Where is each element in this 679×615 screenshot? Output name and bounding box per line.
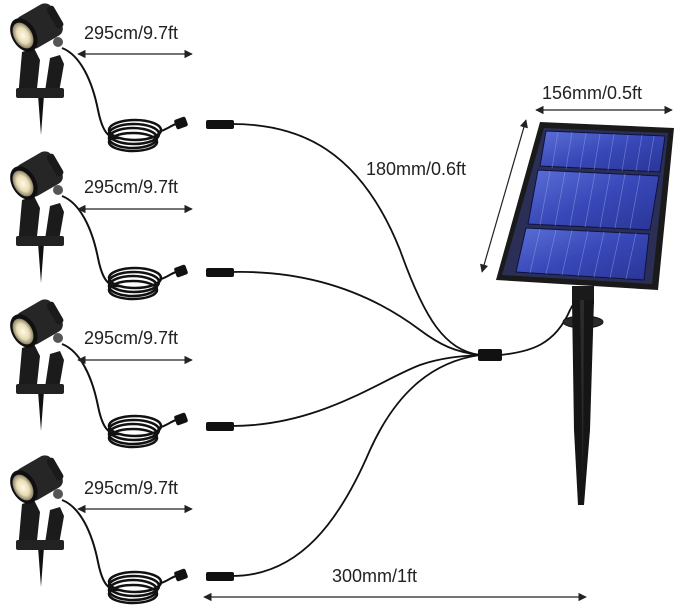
spotlight-3 [3,294,190,449]
spotlight-2 [3,146,190,301]
light-1-cable-length-label: 295cm/9.7ft [84,23,179,43]
solar-cells [515,130,666,281]
panel-width-label: 156mm/0.5ft [542,83,643,103]
light-4-cable-length-label: 295cm/9.7ft [84,478,179,498]
light-2-cable-length-label: 295cm/9.7ft [84,177,179,197]
panel-ground-stake [562,286,604,505]
spotlight-4 [3,450,190,605]
spotlight-1 [10,3,188,153]
panel-dimension-arrows [480,105,673,273]
panel-height-label: 180mm/0.6ft [366,159,467,179]
light-cable-dimension-arrows [77,49,193,514]
light-3-cable-length-label: 295cm/9.7ft [84,328,179,348]
cable-connectors [206,120,502,581]
connection-cable-length-label: 300mm/1ft [332,566,418,586]
solar-panel [496,122,674,290]
extension-cables [231,123,587,577]
